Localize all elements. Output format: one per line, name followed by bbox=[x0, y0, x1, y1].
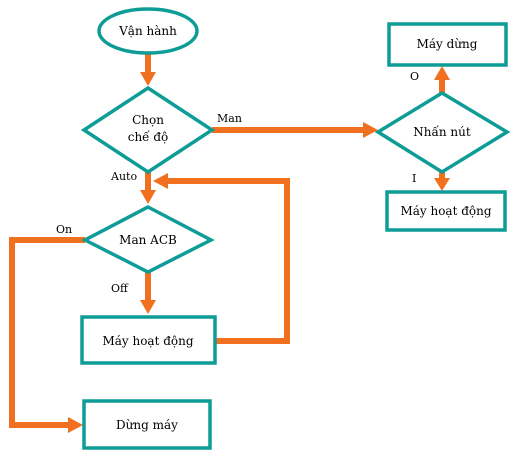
edge-label-man: Man bbox=[217, 112, 242, 125]
edge-label-zero: O bbox=[410, 70, 419, 83]
machine-running-left-box: Máy hoạt động bbox=[80, 315, 217, 365]
connector-mode-to-press-button bbox=[212, 122, 378, 138]
press-button-label: Nhấn nút bbox=[413, 124, 471, 139]
connector-man-acb-to-running bbox=[140, 272, 156, 314]
press-button-decision: Nhấn nút bbox=[374, 90, 511, 175]
connector-start-to-mode bbox=[140, 53, 156, 86]
edge-label-auto: Auto bbox=[110, 170, 137, 183]
edge-label-one: I bbox=[412, 172, 416, 185]
stop-machine-label: Dừng máy bbox=[116, 418, 178, 432]
choose-mode-label-line1: Chọn bbox=[132, 113, 164, 127]
start-node-label: Vận hành bbox=[118, 24, 177, 38]
connector-running-loop-back bbox=[153, 173, 290, 344]
start-node: Vận hành bbox=[97, 7, 199, 55]
connector-mode-to-man-acb bbox=[140, 172, 156, 204]
machine-running-right-label: Máy hoạt động bbox=[400, 204, 491, 218]
man-acb-label: Man ACB bbox=[119, 233, 177, 247]
connector-press-to-stop bbox=[434, 66, 450, 93]
machine-stop-right-label: Máy dừng bbox=[417, 37, 478, 51]
edge-label-on: On bbox=[56, 223, 72, 236]
machine-running-left-label: Máy hoạt động bbox=[102, 334, 193, 348]
man-acb-decision: Man ACB bbox=[81, 205, 215, 274]
stop-machine-box: Dừng máy bbox=[82, 399, 212, 450]
connector-man-acb-to-stop bbox=[9, 237, 85, 433]
machine-running-right-box: Máy hoạt động bbox=[385, 190, 507, 232]
machine-stop-right-box: Máy dừng bbox=[387, 22, 508, 67]
connector-press-to-running bbox=[434, 172, 450, 191]
choose-mode-label-line2: chế độ bbox=[128, 129, 169, 144]
edge-label-off: Off bbox=[111, 282, 129, 295]
choose-mode-decision: Chọn chế độ bbox=[80, 85, 216, 175]
